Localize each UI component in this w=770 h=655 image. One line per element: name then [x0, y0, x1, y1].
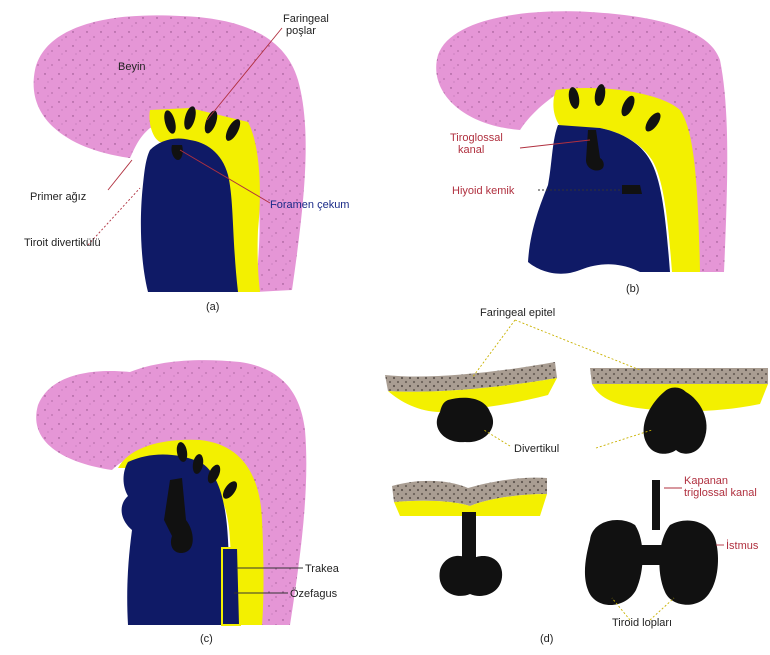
panel-b: Tiroglossal kanal Hiyoid kemik (b) [436, 11, 727, 295]
isthmus-d4 [630, 545, 672, 565]
label-kapanan-1: Kapanan [684, 475, 728, 487]
label-tiroglossal-1: Tiroglossal [450, 132, 503, 144]
label-kapanan-2: triglossal kanal [684, 487, 757, 499]
label-tiroid-loplari: Tiroid lopları [612, 617, 672, 629]
lobe-d3 [439, 556, 502, 596]
label-tiroit-divertikulu: Tiroit divertikülü [24, 237, 101, 249]
panel-d: Faringeal epitel Divertikul Kapanan trig… [385, 307, 768, 645]
stalk-d3 [462, 512, 476, 560]
label-beyin: Beyin [118, 61, 146, 73]
caption-a: (a) [206, 301, 219, 313]
caption-d: (d) [540, 633, 553, 645]
stage-d3 [392, 478, 547, 596]
label-tiroglossal-2: kanal [458, 144, 484, 156]
label-divertikul: Divertikul [514, 443, 559, 455]
oesophagus-c [222, 548, 240, 625]
label-primer-agiz: Primer ağız [30, 191, 86, 203]
caption-c: (c) [200, 633, 213, 645]
label-faringeal-epitel: Faringeal epitel [480, 307, 555, 319]
label-faringeal-poslar-2: poşlar [286, 25, 316, 37]
hyoid-b [622, 185, 642, 194]
label-istmus: İstmus [726, 539, 759, 552]
diverticulum-d1 [437, 398, 493, 442]
label-foramen-cekum: Foramen çekum [270, 199, 349, 211]
caption-b: (b) [626, 283, 639, 295]
epithelium-d2 [590, 368, 768, 384]
label-trakea: Trakea [305, 563, 340, 575]
stalk-d4 [652, 480, 660, 530]
label-hiyoid-kemik: Hiyoid kemik [452, 185, 515, 197]
label-faringeal-poslar-1: Faringeal [283, 13, 329, 25]
label-ozefagus: Özefagus [290, 588, 338, 600]
leaders-d [472, 320, 674, 620]
panel-a: Beyin Faringeal poşlar Primer ağız Foram… [24, 13, 349, 313]
stage-d1 [385, 362, 557, 442]
panel-c: Trakea Özefagus (c) [36, 360, 340, 645]
